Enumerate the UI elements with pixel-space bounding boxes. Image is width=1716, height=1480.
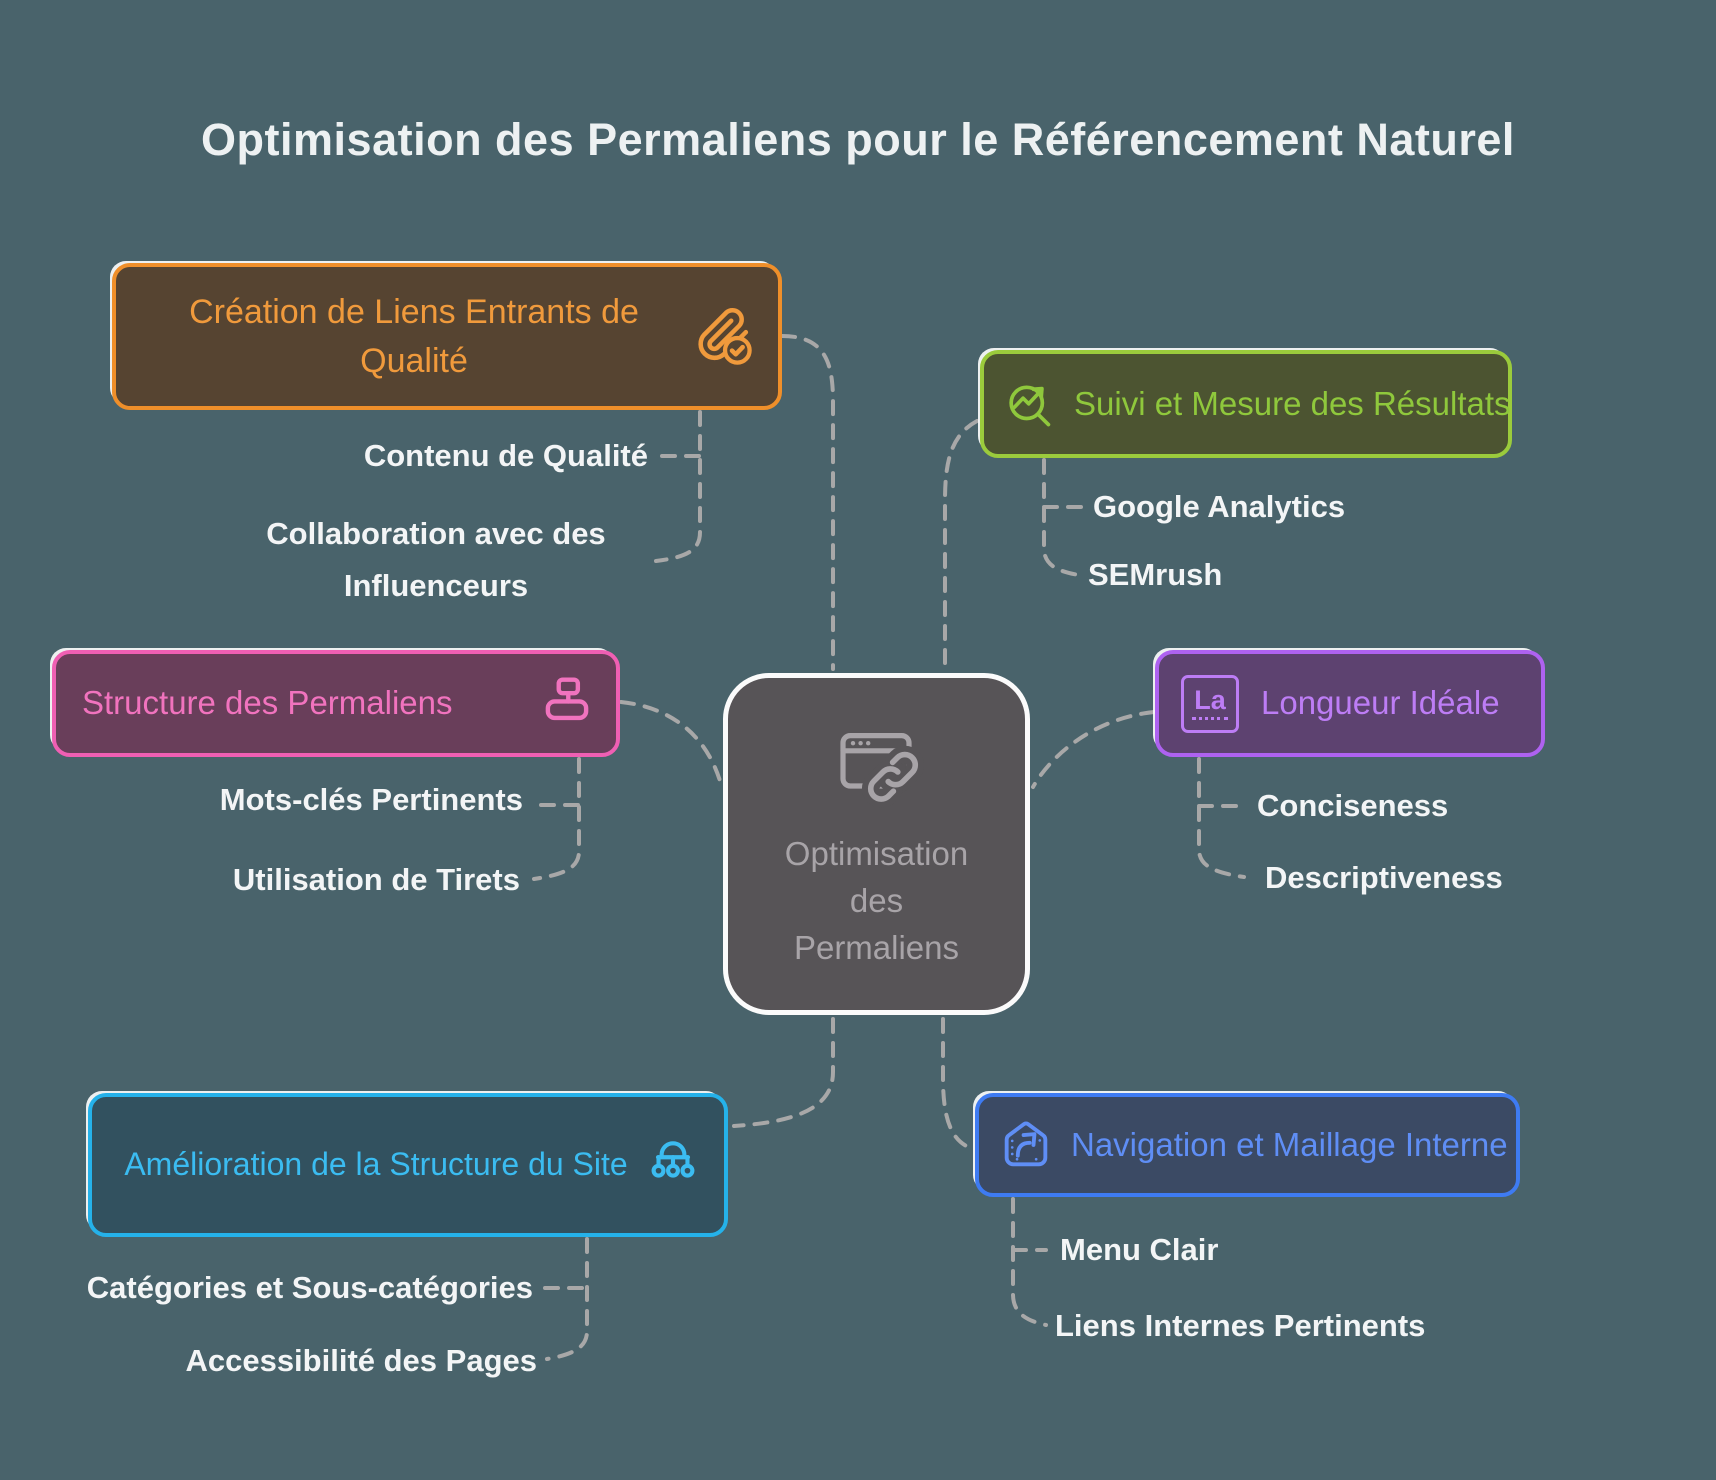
browser-link-icon	[825, 718, 929, 814]
sub-item: Catégories et Sous-catégories	[86, 1270, 533, 1305]
paperclip-check-icon	[692, 305, 756, 369]
branch-label: Structure des Permaliens	[82, 684, 453, 722]
branch-label: Navigation et Maillage Interne	[1071, 1125, 1508, 1163]
text-length-icon-glyph: La	[1192, 687, 1228, 720]
branch-box-creation-liens-entrants: Création de Liens Entrants de Qualité	[112, 263, 782, 410]
branch-box-amelioration-structure: Amélioration de la Structure du Site	[88, 1093, 728, 1237]
sub-item: Menu Clair	[1060, 1232, 1219, 1267]
flowchart-icon	[536, 673, 598, 735]
center-node: Optimisation des Permaliens	[723, 673, 1030, 1015]
branch-label: Longueur Idéale	[1261, 684, 1500, 722]
center-label: Optimisation des Permaliens	[784, 835, 969, 966]
route-sign-icon	[997, 1116, 1055, 1174]
sub-item: Collaboration avec des Influenceurs	[266, 516, 606, 603]
sub-item: Utilisation de Tirets	[232, 862, 520, 897]
sub-item: Mots-clés Pertinents	[219, 782, 523, 817]
branch-label: Amélioration de la Structure du Site	[124, 1146, 628, 1183]
page-title: Optimisation des Permaliens pour le Réfé…	[201, 114, 1515, 165]
branch-label: Suivi et Mesure des Résultats	[1074, 384, 1511, 422]
text-length-icon: La	[1181, 674, 1239, 733]
branch-box-navigation-maillage: Navigation et Maillage Interne	[975, 1093, 1520, 1197]
sub-item: Google Analytics	[1093, 489, 1346, 524]
sitemap-icon	[642, 1134, 704, 1196]
sub-item: Accessibilité des Pages	[185, 1343, 537, 1378]
chart-search-icon	[1004, 378, 1056, 430]
sub-item: Conciseness	[1257, 788, 1449, 823]
branch-box-suivi-mesure: Suivi et Mesure des Résultats	[980, 350, 1512, 458]
sub-item: Descriptiveness	[1265, 860, 1503, 895]
branch-label: Création de Liens Entrants de Qualité	[189, 293, 639, 380]
sub-item: Liens Internes Pertinents	[1055, 1308, 1426, 1343]
branch-box-longueur-ideale: La Longueur Idéale	[1155, 650, 1545, 757]
sub-item: SEMrush	[1088, 557, 1223, 592]
sub-item: Contenu de Qualité	[363, 438, 648, 473]
branch-box-structure-permaliens: Structure des Permaliens	[52, 650, 620, 757]
